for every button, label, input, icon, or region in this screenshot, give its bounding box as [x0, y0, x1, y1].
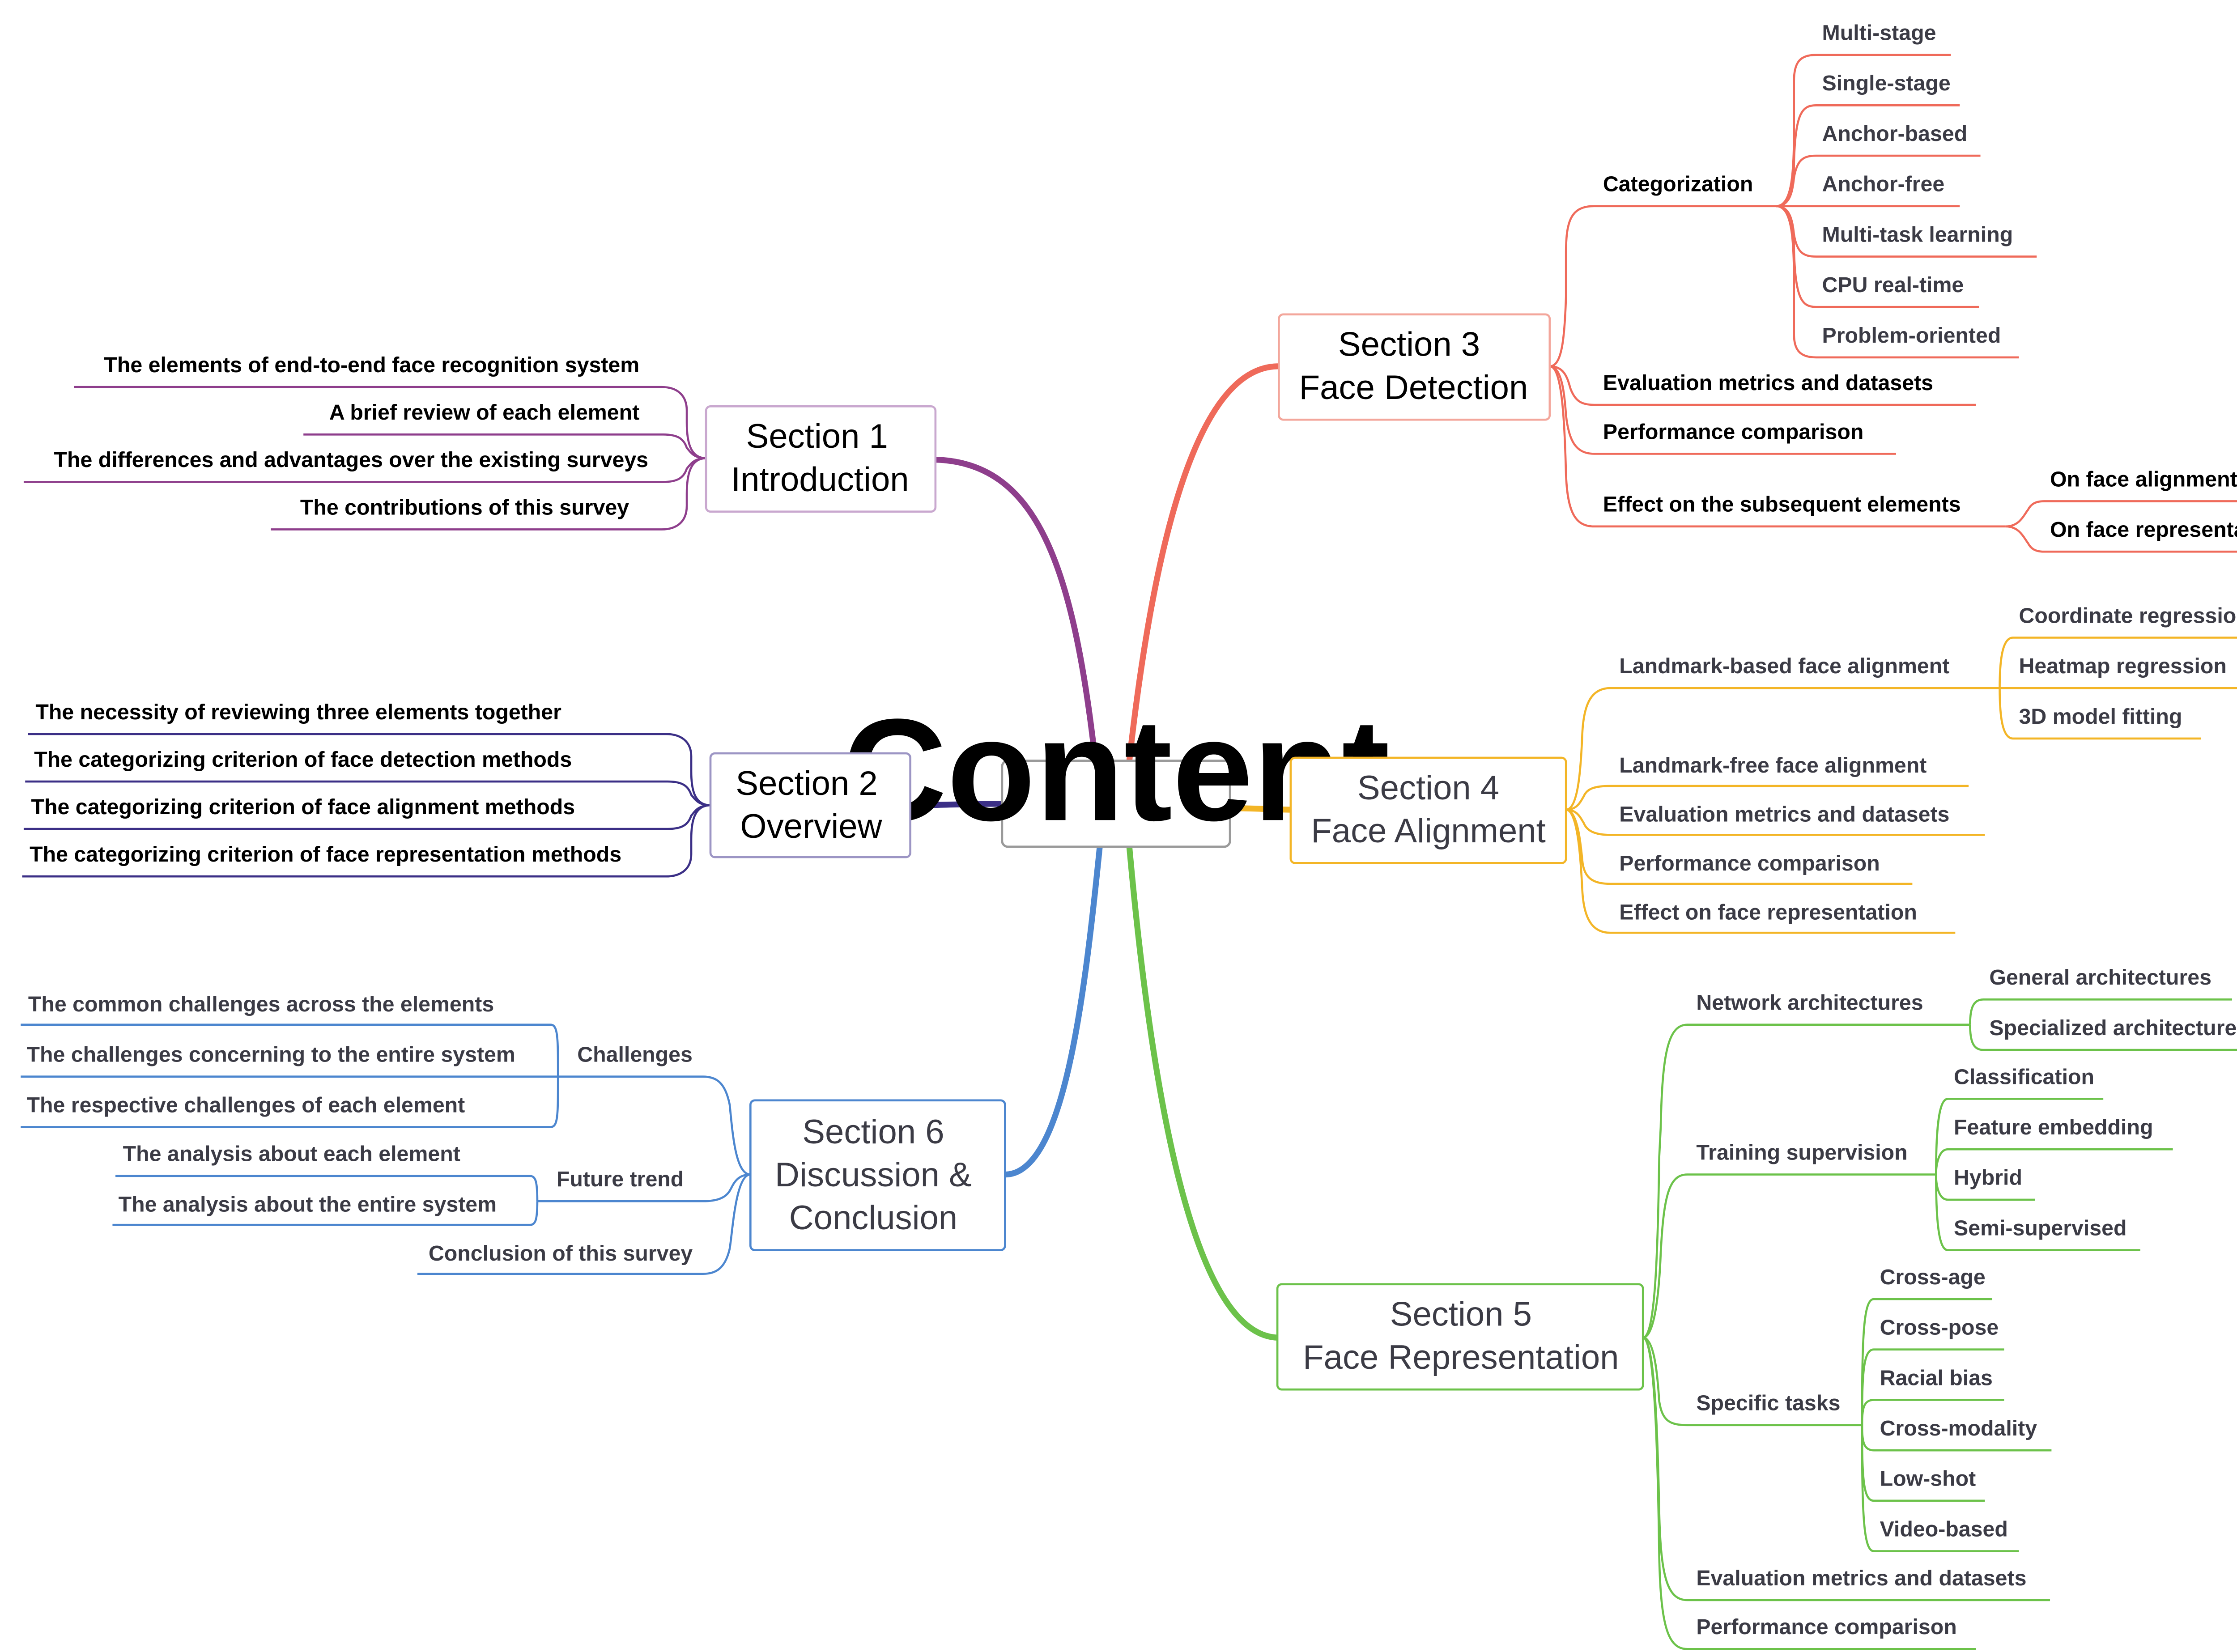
- section-2-node[interactable]: Section 2 Overview: [709, 752, 911, 858]
- leaf-s4-coordinate: Coordinate regression: [2019, 603, 2237, 628]
- section-6-subtitle: Discussion &: [775, 1156, 972, 1194]
- leaf-s4-effect: Effect on face representation: [1619, 900, 1917, 924]
- leaf-s2-alignment-criterion: The categorizing criterion of face align…: [31, 795, 575, 819]
- section-6-subtitle-2: Conclusion: [789, 1199, 957, 1237]
- section-4-node[interactable]: Section 4 Face Alignment: [1289, 756, 1567, 864]
- leaf-s5-general-arch: General architectures: [1989, 965, 2211, 990]
- leaf-s6-challenges: Challenges: [577, 1043, 693, 1067]
- section-5-subtitle: Face Representation: [1303, 1338, 1619, 1376]
- leaf-s5-semi-supervised: Semi-supervised: [1954, 1216, 2127, 1240]
- section-1-node[interactable]: Section 1 Introduction: [705, 405, 937, 513]
- section-2-subtitle: Overview: [740, 807, 882, 845]
- leaf-s1-elements: The elements of end-to-end face recognit…: [104, 353, 639, 377]
- leaf-s5-cross-modality: Cross-modality: [1880, 1416, 2037, 1440]
- leaf-s3-evaluation: Evaluation metrics and datasets: [1603, 371, 1933, 395]
- section-5-node[interactable]: Section 5 Face Representation: [1276, 1283, 1644, 1391]
- section-4-subtitle: Face Alignment: [1311, 812, 1545, 850]
- section-1-subtitle: Introduction: [731, 460, 909, 498]
- leaf-s3-anchor-based: Anchor-based: [1822, 122, 1968, 146]
- leaf-s5-hybrid: Hybrid: [1954, 1166, 2022, 1190]
- leaf-s4-3d-model: 3D model fitting: [2019, 705, 2182, 729]
- section-4-title: Section 4: [1357, 769, 1499, 807]
- leaf-s5-cross-pose: Cross-pose: [1880, 1316, 1999, 1340]
- branch-section-5: [1126, 844, 1280, 1341]
- branch-section-6: [1004, 844, 1103, 1178]
- section-2-connectors: [22, 733, 711, 878]
- leaf-s6-analysis-system: The analysis about the entire system: [119, 1192, 497, 1216]
- section-3-title: Section 3: [1338, 326, 1480, 364]
- leaf-s5-performance: Performance comparison: [1696, 1615, 1956, 1639]
- leaf-s4-heatmap: Heatmap regression: [2019, 654, 2227, 678]
- section-5-title: Section 5: [1390, 1295, 1532, 1333]
- section-5-connectors: [1642, 998, 2237, 1650]
- leaf-s4-evaluation: Evaluation metrics and datasets: [1619, 803, 1949, 827]
- leaf-s3-problem-oriented: Problem-oriented: [1822, 323, 2001, 348]
- leaf-s5-cross-age: Cross-age: [1880, 1265, 1986, 1289]
- leaf-s1-review: A brief review of each element: [329, 400, 639, 425]
- leaf-s3-multi-stage: Multi-stage: [1822, 21, 1936, 45]
- section-4-connectors: [1565, 637, 2237, 934]
- leaf-s4-landmark-free: Landmark-free face alignment: [1619, 753, 1927, 777]
- leaf-s3-on-representation: On face representation: [2050, 518, 2237, 542]
- section-3-subtitle: Face Detection: [1299, 369, 1528, 407]
- leaf-s3-anchor-free: Anchor-free: [1822, 172, 1945, 196]
- leaf-s4-landmark-based: Landmark-based face alignment: [1619, 654, 1949, 678]
- leaf-s3-performance: Performance comparison: [1603, 420, 1863, 444]
- leaf-s3-effect: Effect on the subsequent elements: [1603, 493, 1961, 517]
- leaf-s6-analysis-element: The analysis about each element: [123, 1142, 460, 1166]
- leaf-s2-representation-criterion: The categorizing criterion of face repre…: [30, 842, 621, 866]
- leaf-s3-single-stage: Single-stage: [1822, 71, 1951, 95]
- leaf-s6-common-challenges: The common challenges across the element…: [28, 992, 494, 1016]
- leaf-s5-video-based: Video-based: [1880, 1517, 2008, 1541]
- leaf-s5-evaluation: Evaluation metrics and datasets: [1696, 1566, 2026, 1590]
- leaf-s5-specific-tasks: Specific tasks: [1696, 1391, 1840, 1415]
- leaf-s6-future-trend: Future trend: [557, 1167, 684, 1191]
- leaf-s5-low-shot: Low-shot: [1880, 1467, 1976, 1491]
- leaf-s5-network: Network architectures: [1696, 991, 1923, 1015]
- section-1-title: Section 1: [746, 417, 888, 455]
- leaf-s4-performance: Performance comparison: [1619, 851, 1880, 875]
- leaf-s5-classification: Classification: [1954, 1065, 2094, 1089]
- section-1-connectors: [23, 386, 706, 531]
- leaf-s3-on-alignment: On face alignment: [2050, 467, 2237, 491]
- leaf-s6-respective-challenges: The respective challenges of each elemen…: [27, 1093, 465, 1117]
- leaf-s2-detection-criterion: The categorizing criterion of face detec…: [34, 747, 572, 772]
- section-3-connectors: [1549, 54, 2237, 553]
- leaf-s1-contributions: The contributions of this survey: [300, 495, 629, 519]
- branch-section-1: [932, 457, 1098, 764]
- leaf-s5-racial-bias: Racial bias: [1880, 1366, 1993, 1390]
- section-6-title: Section 6: [802, 1113, 944, 1151]
- section-6-connectors: [21, 1023, 751, 1275]
- leaf-s6-conclusion: Conclusion of this survey: [429, 1241, 693, 1266]
- leaf-s5-feature-embedding: Feature embedding: [1954, 1115, 2153, 1139]
- leaf-s3-multi-task: Multi-task learning: [1822, 222, 2013, 246]
- section-2-title: Section 2: [736, 764, 877, 803]
- leaf-s3-cpu-real-time: CPU real-time: [1822, 273, 1964, 297]
- leaf-s2-necessity: The necessity of reviewing three element…: [35, 700, 561, 724]
- branch-section-2: [909, 801, 1007, 808]
- leaf-s6-system-challenges: The challenges concerning to the entire …: [27, 1043, 515, 1067]
- leaf-s5-specialized-arch: Specialized architectures: [1989, 1016, 2237, 1040]
- branch-section-4: [1227, 805, 1294, 813]
- branch-section-3: [1126, 363, 1280, 764]
- leaf-s5-training: Training supervision: [1696, 1140, 1907, 1164]
- leaf-s1-differences: The differences and advantages over the …: [54, 448, 648, 472]
- section-6-node[interactable]: Section 6 Discussion & Conclusion: [749, 1099, 1006, 1251]
- section-3-node[interactable]: Section 3 Face Detection: [1278, 313, 1551, 421]
- leaf-s3-categorization: Categorization: [1603, 172, 1753, 196]
